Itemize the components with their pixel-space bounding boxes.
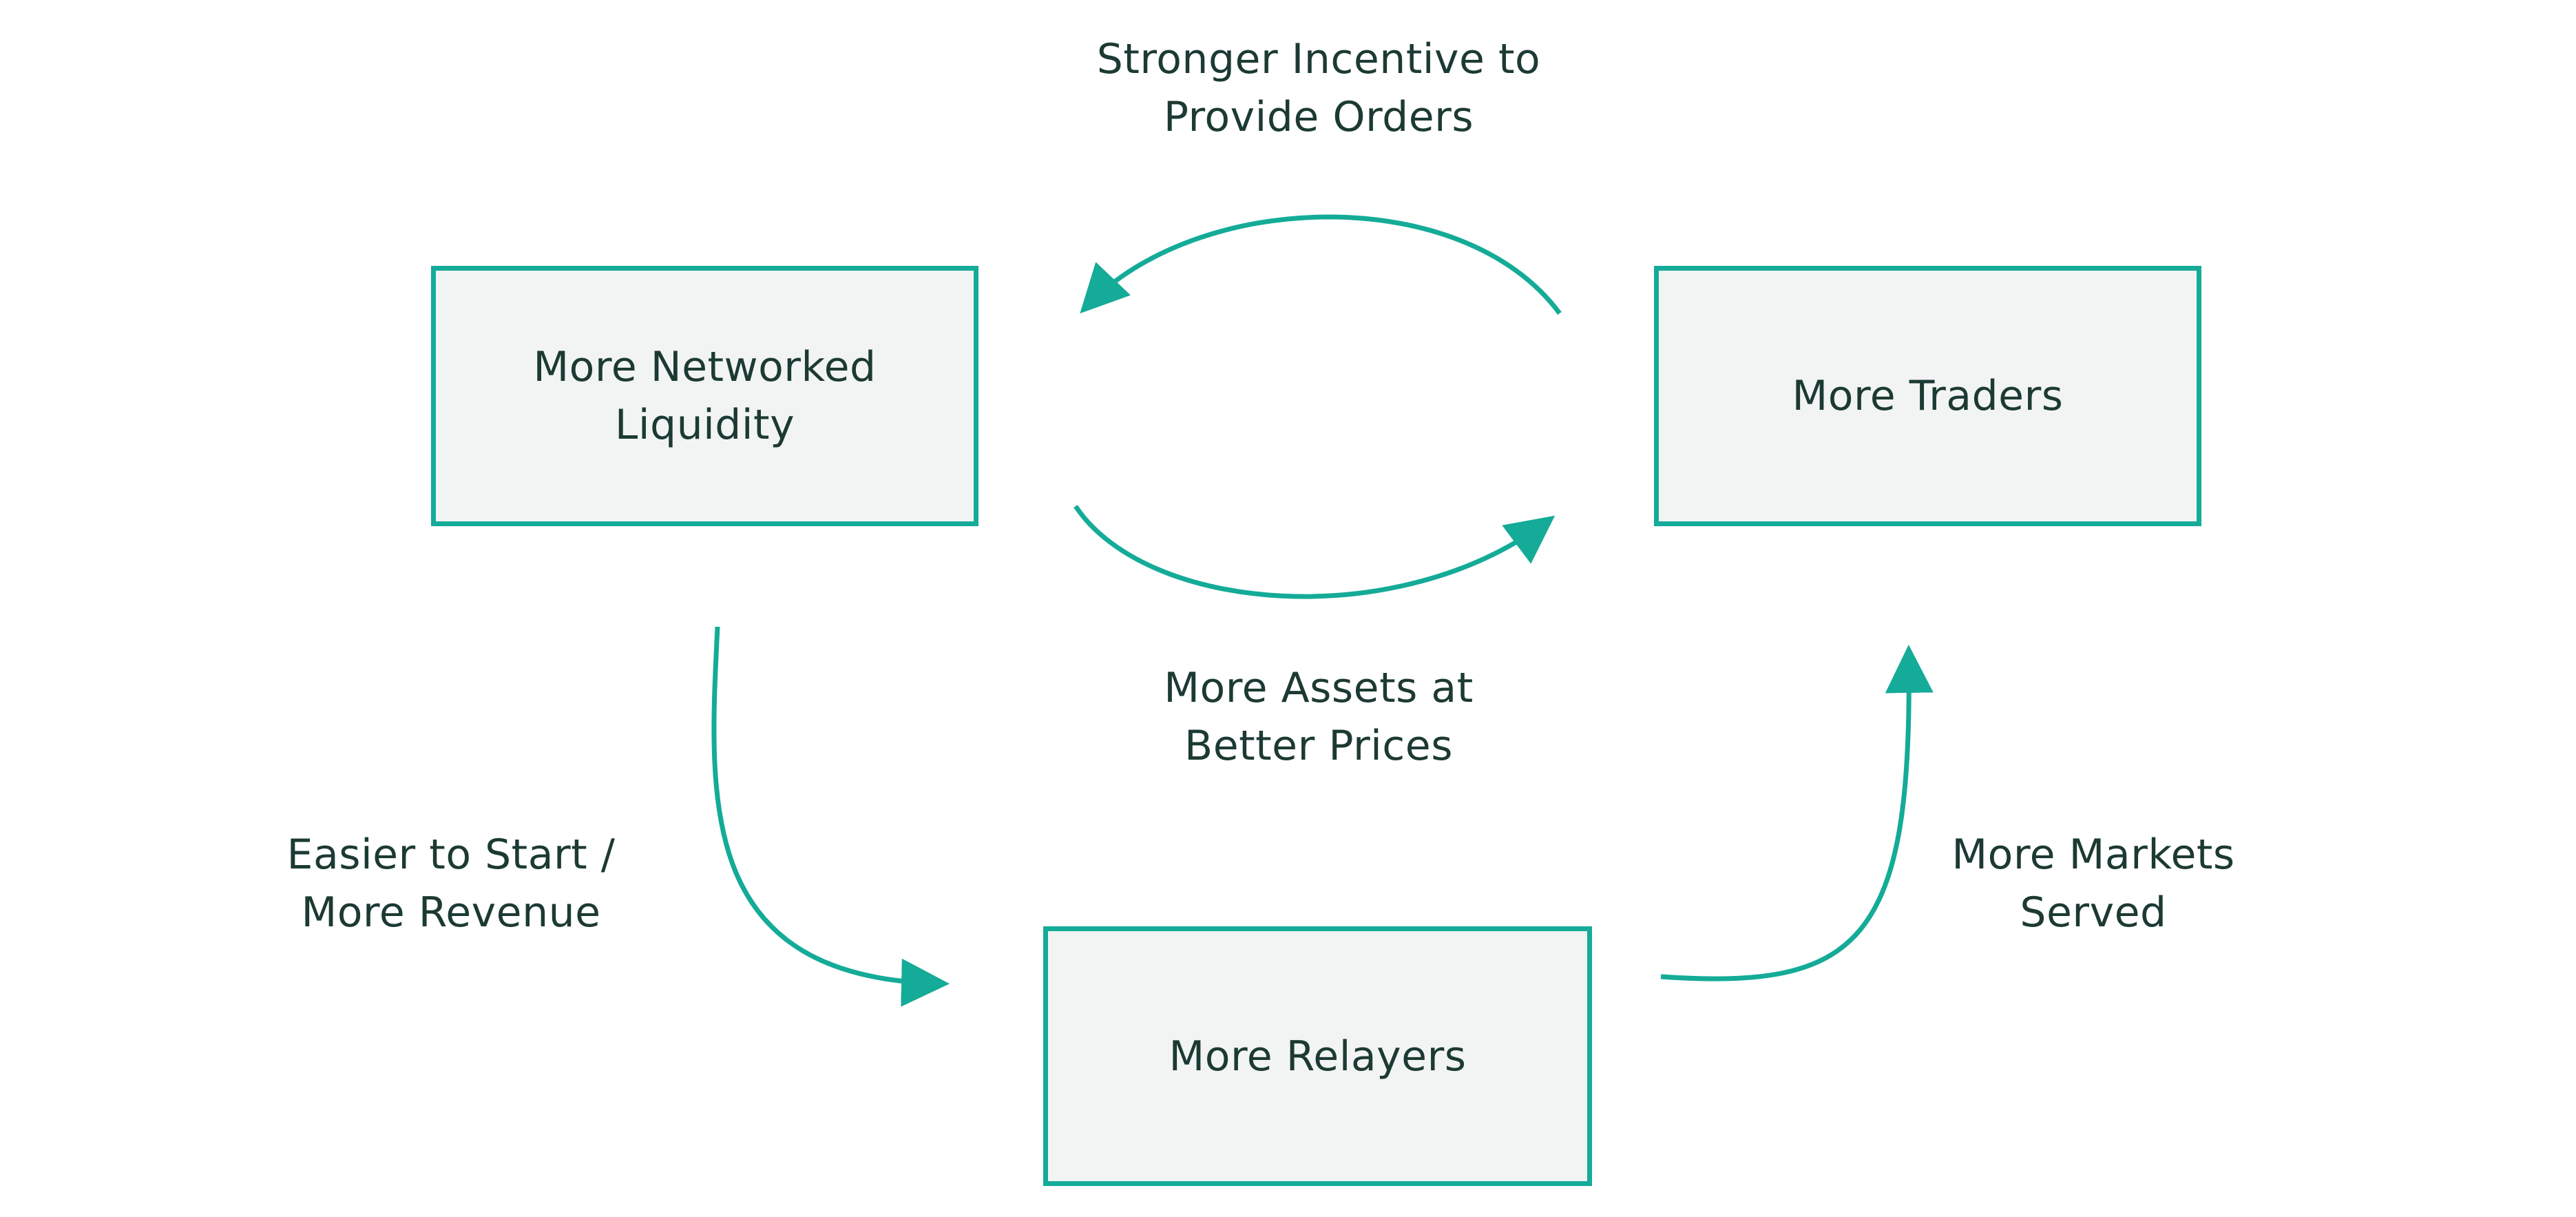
node-label: More Relayers [1169,1032,1467,1081]
node-label: More Traders [1792,372,2064,420]
edge-label-more-assets: More Assets at Better Prices [1164,664,1474,770]
arrow-liquidity-to-traders [1074,505,1556,599]
node-label: More Networked Liquidity [533,343,877,449]
edge-label-stronger-incentive: Stronger Incentive to Provide Orders [1096,35,1541,141]
node-more-networked-liquidity: More Networked Liquidity [431,266,978,526]
edge-label-more-markets: More Markets Served [1951,831,2235,937]
edge-label-easier-to-start: Easier to Start / More Revenue [286,831,616,937]
node-more-relayers: More Relayers [1043,926,1592,1186]
arrow-traders-to-liquidity [1080,214,1562,315]
node-more-traders: More Traders [1654,266,2201,526]
arrow-liquidity-to-relayers [711,626,950,1007]
arrow-relayers-to-traders [1660,645,1934,981]
